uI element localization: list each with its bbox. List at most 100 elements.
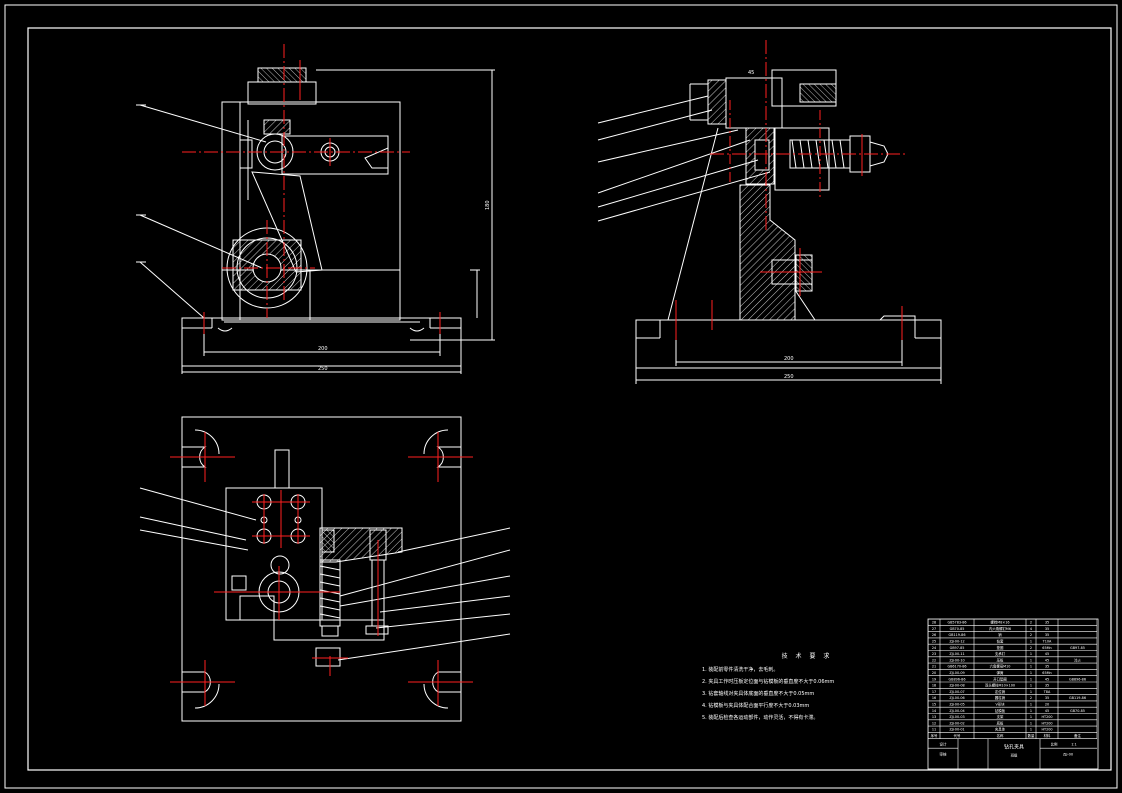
bom-cell-no: 25: [932, 640, 936, 644]
bom-cell-name: 支架: [997, 714, 1004, 719]
side-view: [597, 69, 942, 384]
bom-cell-qty: 1: [1030, 709, 1032, 713]
bom-cell-mat: 35: [1045, 621, 1049, 625]
bom-cell-mat: 35: [1045, 696, 1049, 700]
outer-border: [4, 4, 1118, 789]
bom-cell-mat: 65Mn: [1042, 671, 1051, 675]
bom-cell-code: ZJJ-00-06: [949, 696, 964, 700]
svg-text:45: 45: [748, 70, 754, 76]
bom-cell-qty: 数量: [1028, 733, 1035, 738]
bom-cell-no: 13: [932, 715, 936, 719]
bom-cell-code: ZJJ-00-05: [949, 703, 964, 707]
bom-cell-no: 28: [932, 621, 936, 625]
svg-text:200: 200: [784, 356, 794, 362]
bom-cell-qty: 4: [1030, 627, 1032, 631]
bom-cell-no: 11: [932, 728, 936, 732]
drawing-number: ZJJ-00: [1063, 753, 1074, 757]
bom-cell-qty: 1: [1030, 652, 1032, 656]
bom-cell-no: 26: [932, 633, 936, 637]
bom-cell-mat: HT200: [1041, 728, 1052, 732]
bom-cell-name: 夹具体: [995, 727, 1006, 732]
bom-cell-name: 销: [998, 632, 1002, 637]
bom-cell-code: ZJJ-00-08: [949, 684, 964, 688]
bom-cell-qty: 1: [1030, 721, 1032, 725]
inner-border: [27, 27, 1112, 771]
bom-cell-no: 27: [932, 627, 936, 631]
bom-cell-qty: 1: [1030, 658, 1032, 662]
bom-cell-name: 支承钉: [995, 651, 1006, 656]
bom-cell-name: 钻套: [997, 639, 1004, 644]
drawing-title: 钻孔夹具: [1004, 744, 1024, 751]
front-view-centerlines: [182, 44, 441, 334]
top-view: [139, 416, 511, 722]
bom-cell-code: ZJJ-00-04: [949, 709, 964, 713]
bom-cell-mat: HT200: [1041, 721, 1052, 725]
bom-cell-qty: 2: [1030, 633, 1032, 637]
bom-cell-note: GB896-86: [1069, 677, 1086, 681]
bom-cell-note: 淬火: [1074, 657, 1081, 662]
front-view: [136, 67, 495, 374]
side-view-dimension-text: 200 250 45: [748, 70, 794, 380]
bom-cell-code: ZJJ-00-01: [949, 728, 964, 732]
bom-cell-code: ZJJ-00-12: [949, 640, 964, 644]
scale-value: 1:1: [1071, 743, 1076, 747]
tech-note-line: 5. 装配后检查各运动部件，动作灵活，不得有卡滞。: [702, 715, 819, 721]
bom-cell-mat: 45: [1045, 677, 1049, 681]
front-view-dimension-text: 180 200 250: [318, 200, 491, 372]
bom-cell-no: 序号: [931, 733, 938, 738]
bom-cell-mat: 45: [1045, 658, 1049, 662]
bom-cell-name: 开口垫圈: [993, 676, 1007, 681]
bom-cell-qty: 2: [1030, 646, 1032, 650]
scale-label: 比例: [1051, 742, 1058, 747]
bom-cell-code: ZJJ-00-11: [949, 652, 964, 656]
bom-cell-mat: T10A: [1042, 640, 1052, 644]
bom-cell-code: 代号: [954, 733, 961, 738]
bom-cell-note: GB70-85: [1070, 709, 1085, 713]
side-view-centerlines: [675, 40, 905, 340]
bom-cell-mat: 65Mn: [1042, 646, 1051, 650]
bom-cell-no: 19: [932, 677, 936, 681]
tech-note-line: 4. 钻模板与夹具体配合面平行度不大于0.03mm: [702, 703, 810, 709]
bom-cell-code: ZJJ-00-02: [949, 721, 964, 725]
bom-cell-code: GB97-85: [950, 646, 965, 650]
bom-cell-no: 12: [932, 721, 936, 725]
bom-cell-no: 18: [932, 684, 936, 688]
bom-cell-name: 垫圈: [997, 645, 1004, 650]
bom-cell-mat: 35: [1045, 633, 1049, 637]
bom-cell-qty: 1: [1030, 728, 1032, 732]
bom-cell-name: V形块: [995, 702, 1005, 707]
checker-label: 审核: [939, 752, 947, 757]
bom-cell-qty: 2: [1030, 696, 1032, 700]
bom-cell-qty: 2: [1030, 621, 1032, 625]
tech-note-line: 2. 夹具工作时压板定位面与钻模板的垂直度不大于0.06mm: [702, 679, 835, 685]
bom-cell-qty: 1: [1030, 671, 1032, 675]
bom-cell-mat: 35: [1045, 684, 1049, 688]
svg-text:180: 180: [485, 200, 491, 210]
tech-note-line: 3. 钻套轴线对夹具体底面的垂直度不大于0.05mm: [702, 691, 815, 697]
tech-note-line: 1. 装配前零件清洗干净，去毛刺。: [702, 667, 779, 673]
bom-cell-mat: T8A: [1043, 690, 1051, 694]
bom-cell-qty: 1: [1030, 715, 1032, 719]
bom-cell-qty: 1: [1030, 690, 1032, 694]
bom-cell-mat: 20: [1045, 703, 1049, 707]
bom-cell-no: 24: [932, 646, 936, 650]
bom-cell-note: GB119-86: [1069, 696, 1086, 700]
bom-cell-no: 17: [932, 690, 936, 694]
bom-cell-no: 15: [932, 703, 936, 707]
bom-cell-mat: 45: [1045, 652, 1049, 656]
bom-cell-name: 定位销: [995, 689, 1006, 694]
bom-cell-name: 六角螺母M10: [990, 664, 1011, 669]
svg-text:250: 250: [784, 374, 794, 380]
bom-cell-code: GB896-86: [949, 677, 966, 681]
bom-cell-note: 备注: [1074, 733, 1081, 738]
bom-cell-note: GB97-85: [1070, 646, 1085, 650]
bom-cell-name: 圆柱销: [995, 695, 1006, 700]
bom-cell-no: 20: [932, 671, 936, 675]
bom-cell-name: 弹簧: [997, 670, 1004, 675]
top-view-centerlines: [170, 432, 473, 706]
bom-cell-name: 螺栓M8×16: [990, 620, 1009, 625]
school-label: 班级: [1011, 753, 1018, 758]
bom-cell-mat: HT200: [1041, 715, 1052, 719]
bom-cell-code: ZJJ-00-09: [949, 671, 964, 675]
